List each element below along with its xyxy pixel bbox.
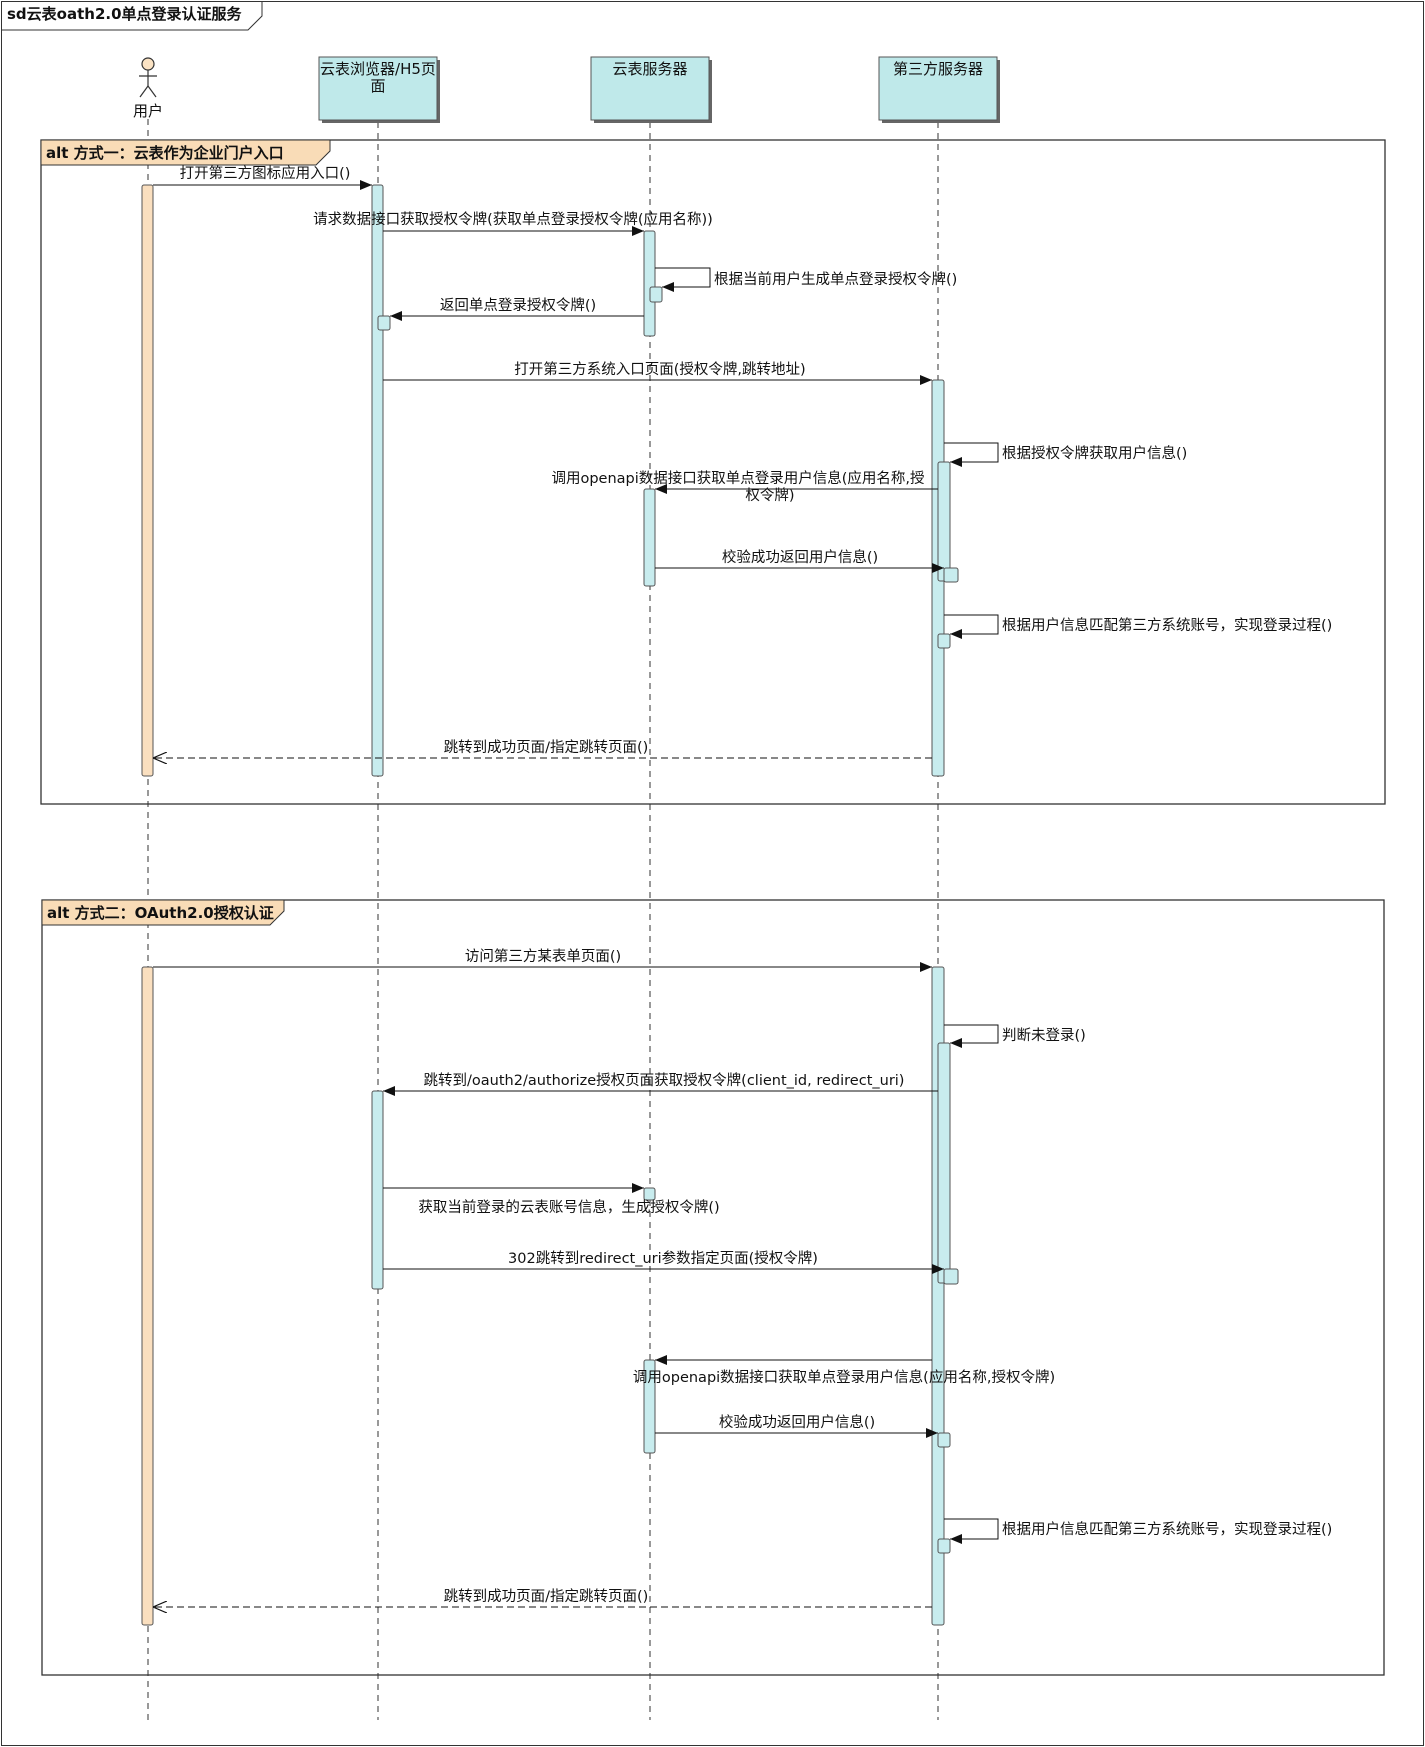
alt2-msg2-label: 判断未登录() bbox=[1002, 1027, 1086, 1044]
alt1-msg6-label: 根据授权令牌获取用户信息() bbox=[1002, 445, 1187, 462]
alt2-msg4-label: 获取当前登录的云表账号信息，生成授权令牌() bbox=[418, 1199, 719, 1216]
alt1-msg1-label: 打开第三方图标应用入口() bbox=[180, 164, 351, 182]
alt2-msg5-label: 302跳转到redirect_uri参数指定页面(授权令牌) bbox=[508, 1250, 818, 1267]
yunbiao-head bbox=[590, 56, 710, 121]
alt2-yunbiao-sub-activation bbox=[643, 1187, 656, 1201]
third-head bbox=[878, 56, 998, 121]
alt1-browser-activation bbox=[371, 184, 384, 777]
alt2-msg8-self-arrow bbox=[944, 1518, 999, 1544]
alt2-frame bbox=[41, 899, 1385, 1676]
alt1-yunbiao-sub-activation bbox=[649, 286, 663, 303]
alt1-third-sub-activation bbox=[937, 461, 951, 582]
alt1-msg5-label: 打开第三方系统入口页面(授权令牌,跳转地址) bbox=[514, 360, 805, 378]
alt1-yunbiao-activation bbox=[643, 230, 656, 337]
browser-head bbox=[318, 56, 438, 121]
alt2-msg2-self-arrow bbox=[944, 1024, 999, 1048]
alt1-msg9-label: 根据用户信息匹配第三方系统账号，实现登录过程() bbox=[1002, 616, 1332, 634]
alt1-msg7-label-2: 权令牌) bbox=[745, 487, 794, 504]
alt1-yunbiao-activation-2 bbox=[643, 488, 656, 587]
alt1-browser-sub-activation bbox=[377, 315, 391, 331]
alt2-yunbiao-activation bbox=[643, 1359, 656, 1454]
alt2-third-sub-activation-2 bbox=[943, 1268, 959, 1285]
alt2-msg8-label: 根据用户信息匹配第三方系统账号，实现登录过程() bbox=[1002, 1520, 1332, 1538]
alt2-third-sub-activation-4 bbox=[937, 1538, 951, 1554]
alt2-third-sub-activation-3 bbox=[937, 1432, 951, 1448]
alt1-label: alt 方式一：云表作为企业门户入口 bbox=[46, 144, 284, 162]
alt1-frame bbox=[40, 139, 1386, 805]
alt1-msg9-self-arrow bbox=[944, 614, 999, 639]
alt1-user-activation bbox=[141, 184, 154, 777]
alt2-msg6-label: 调用openapi数据接口获取单点登录用户信息(应用名称,授权令牌) bbox=[633, 1368, 1055, 1386]
alt2-browser-activation bbox=[371, 1090, 384, 1290]
alt1-msg3-self-arrow bbox=[655, 267, 711, 292]
alt1-third-sub-activation-2 bbox=[943, 567, 959, 583]
alt2-third-sub-activation bbox=[937, 1042, 951, 1284]
frame-label-tab bbox=[1, 1, 263, 31]
yunbiao-head-label: 云表服务器 bbox=[612, 60, 687, 78]
alt1-msg2-label: 请求数据接口获取授权令牌(获取单点登录授权令牌(应用名称)) bbox=[313, 210, 713, 228]
alt1-tab bbox=[40, 139, 331, 166]
browser-head-label-2: 面 bbox=[370, 77, 385, 95]
alt1-msg4-label: 返回单点登录授权令牌() bbox=[440, 297, 596, 314]
alt2-user-activation bbox=[141, 966, 154, 1626]
third-head-label: 第三方服务器 bbox=[893, 60, 983, 78]
alt2-tab bbox=[41, 899, 285, 926]
user-actor-label: 用户 bbox=[133, 102, 163, 120]
alt2-msg3-label: 跳转到/oauth2/authorize授权页面获取授权令牌(client_id… bbox=[424, 1072, 905, 1089]
alt2-label: alt 方式二：OAuth2.0授权认证 bbox=[47, 904, 274, 922]
frame-label: sd云表oath2.0单点登录认证服务 bbox=[7, 5, 243, 23]
alt1-msg7-label-1: 调用openapi数据接口获取单点登录用户信息(应用名称,授 bbox=[551, 469, 924, 487]
alt1-third-sub-activation-3 bbox=[937, 633, 951, 649]
browser-head-label-1: 云表浏览器/H5页 bbox=[320, 60, 436, 78]
alt1-msg3-label: 根据当前用户生成单点登录授权令牌() bbox=[714, 271, 957, 288]
user-actor-icon bbox=[139, 57, 157, 98]
alt2-msg1-label: 访问第三方某表单页面() bbox=[465, 947, 621, 965]
alt2-msg7-label: 校验成功返回用户信息() bbox=[719, 1414, 875, 1431]
alt2-msg9-label: 跳转到成功页面/指定跳转页面() bbox=[444, 1588, 649, 1605]
alt1-msg10-label: 跳转到成功页面/指定跳转页面() bbox=[444, 739, 649, 756]
alt1-msg8-label: 校验成功返回用户信息() bbox=[722, 549, 878, 566]
alt1-msg6-self-arrow bbox=[944, 442, 999, 467]
